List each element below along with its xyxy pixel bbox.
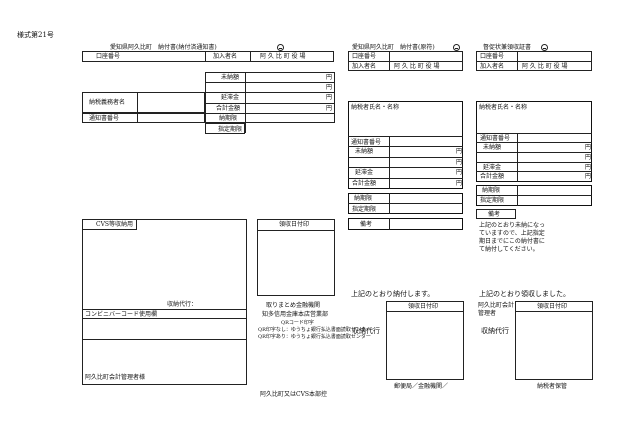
part3-confirm: 上記のとおり領収しました。 (479, 290, 570, 298)
cvs-official-label: 阿久比町会計管理者様 (85, 374, 146, 381)
part3-row-3: 合計金額 (480, 173, 505, 180)
part1-row-0: 未納額 (221, 74, 240, 81)
part2-taxpayer-label: 納税者氏名・名称 (351, 104, 400, 111)
yen-2b: 円 (456, 159, 463, 166)
part3-deadline-label: 指定期限 (480, 197, 505, 204)
part2-notice-label: 通知書番号 (351, 139, 382, 146)
part1-row-5: 指定期限 (218, 126, 243, 133)
part1-amount-grid (205, 72, 335, 123)
part2-member-label: 加入者名 (352, 63, 377, 70)
part3-member-value: 阿 久 比 町 役 場 (522, 63, 568, 70)
part2-deadline-label: 指定期限 (352, 206, 377, 213)
part3-collect-label: 収納代行 (481, 327, 509, 335)
yen-1a: 円 (326, 74, 333, 81)
part3-remarks-box (476, 209, 516, 219)
part3-main-box (476, 101, 592, 182)
part2-stamp-label: 領収日付印 (408, 303, 439, 310)
cvs-stamp-box (257, 219, 335, 296)
part3-due-label: 納期限 (482, 187, 501, 194)
part3-remarks-label: 備考 (488, 211, 501, 218)
part3-stamp-box (515, 301, 593, 380)
part1-account-label: 口座番号 (96, 53, 121, 60)
part1-member-value: 阿 久 比 町 役 場 (260, 53, 306, 60)
part3-footer: 納税者保管 (537, 383, 568, 390)
part2-title: 愛知県阿久比町 納付書(原符) (352, 44, 435, 51)
part3-notice-line-0: 上記のとおり未納になっ (479, 222, 546, 229)
part1-row-4: 納期限 (219, 115, 238, 122)
seal-icon (453, 44, 460, 51)
part2-row-3: 合計金額 (352, 180, 377, 187)
part2-due-label: 納期限 (354, 195, 373, 202)
part1-notice-label: 通知書番号 (89, 115, 120, 122)
part1-row-2: 延滞金 (221, 94, 240, 101)
form-label: 様式第21号 (17, 31, 54, 39)
part2-member-value: 阿 久 比 町 役 場 (394, 63, 440, 70)
yen-3a: 円 (585, 144, 592, 151)
info-line-1: 知多信用金庫本店営業部 (262, 311, 329, 318)
part3-account-label: 口座番号 (480, 53, 505, 60)
yen-2d: 円 (456, 180, 463, 187)
part3-official-line-1: 管理者 (478, 310, 497, 317)
part1-row-3: 合計金額 (216, 105, 241, 112)
cvs-label: CVS等収納用 (96, 221, 134, 228)
yen-1b: 円 (326, 84, 333, 91)
part1-account-box (82, 51, 334, 62)
part2-row-0: 未納額 (355, 148, 374, 155)
part1-title: 愛知県阿久比町 納付書(納付済通知書) (110, 44, 217, 51)
part3-row-2: 延滞金 (483, 164, 502, 171)
part2-account-label: 口座番号 (352, 53, 377, 60)
yen-3d: 円 (585, 173, 592, 180)
part1-taxpayer-label: 納税義務者名 (89, 99, 126, 106)
yen-1d: 円 (326, 105, 333, 112)
part3-taxpayer-label: 納税者氏名・名称 (479, 104, 528, 111)
part3-stamp-label: 領収日付印 (537, 303, 568, 310)
yen-3c: 円 (585, 164, 592, 171)
cvs-barcode-label: コンビニバーコード使用欄 (85, 311, 158, 318)
part3-notice-label: 通知書番号 (480, 135, 511, 142)
seal-icon (541, 44, 548, 51)
part3-member-label: 加入者名 (480, 63, 505, 70)
cvs-footer: 阿久比町又はCVS本部控 (260, 391, 328, 398)
info-line-2: QRコード印字 (281, 320, 314, 326)
part2-footer: 郵便局／金融機関／ (394, 383, 449, 390)
part3-notice-line-3: て納付してください。 (479, 246, 539, 253)
yen-2c: 円 (456, 169, 463, 176)
info-line-4: QR印字あり：ゆうちょ銀行払込書面読取センター (258, 334, 371, 340)
cvs-agent-label: 収納代行： (167, 301, 198, 308)
cvs-stamp-label: 領収日付印 (279, 221, 310, 228)
part3-notice-line-1: ていますので、上記指定 (479, 230, 545, 237)
part2-confirm: 上記のとおり納付します。 (351, 290, 435, 298)
part2-remarks-box (348, 218, 463, 230)
info-line-3: QR印字なし：ゆうちょ銀行払込書面読取センター (258, 327, 371, 333)
part2-row-2: 延滞金 (355, 169, 374, 176)
part1-notice-box (82, 113, 205, 123)
seal-icon (277, 44, 284, 51)
yen-2a: 円 (456, 148, 463, 155)
part3-official-line-0: 阿久比町会計 (478, 302, 515, 309)
part2-stamp-box (386, 301, 464, 380)
part3-title: 督促状兼領収証書 (483, 44, 532, 51)
part2-remarks-label: 備考 (360, 221, 373, 228)
yen-3b: 円 (585, 154, 592, 161)
cvs-box (82, 219, 247, 385)
part2-main-box (348, 101, 463, 189)
part3-row-0: 未納額 (483, 144, 502, 151)
part1-taxpayer-box (82, 92, 205, 113)
part1-member-label: 加入者名 (213, 53, 238, 60)
yen-1c: 円 (326, 94, 333, 101)
part3-notice-line-2: 期日までにこの納付書に (479, 238, 545, 245)
info-line-0: 取りまとめ金融機関 (266, 302, 321, 309)
part2-collect-label: 収納代行 (352, 327, 380, 335)
